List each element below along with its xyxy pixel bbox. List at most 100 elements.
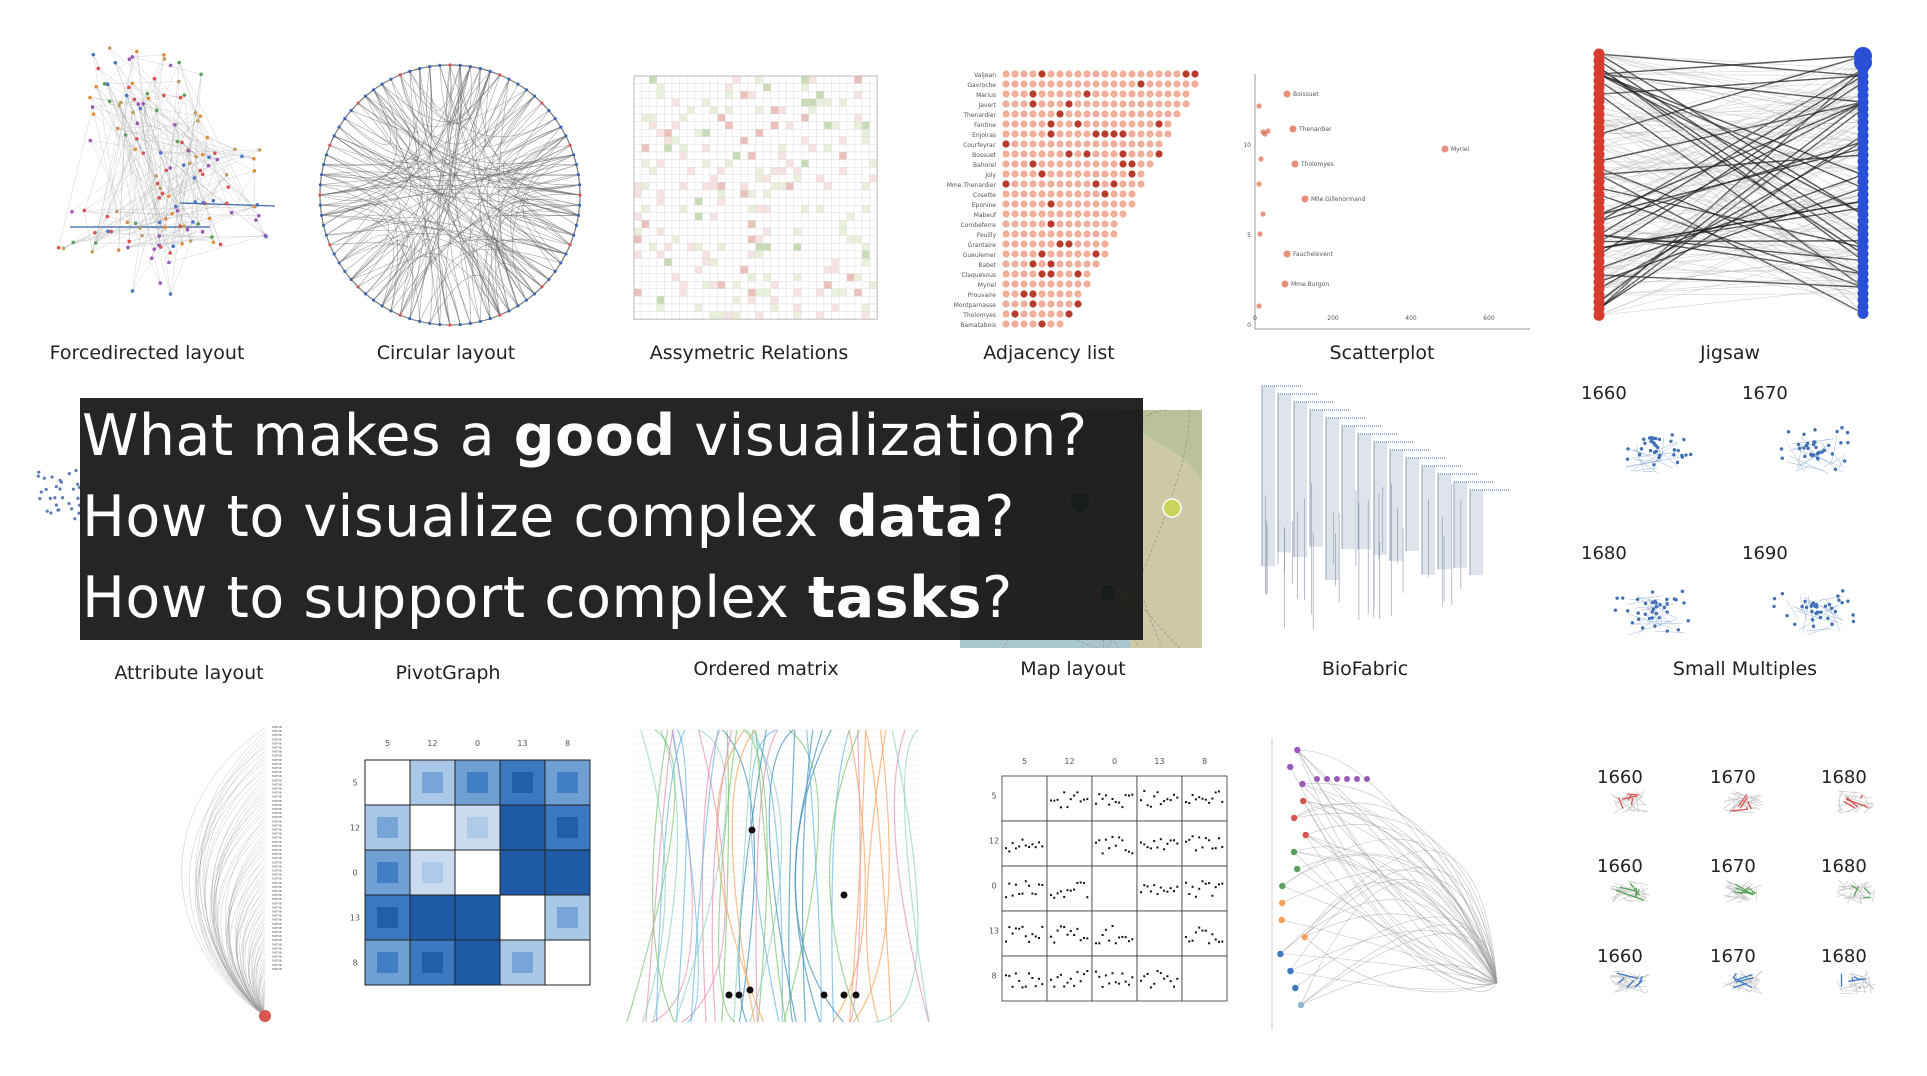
circ-node bbox=[540, 101, 544, 105]
small-multiples-thumbnail[interactable]: 1660 1670 1680 1690 bbox=[1575, 380, 1875, 650]
asym-cell bbox=[838, 136, 847, 145]
asym-cell bbox=[633, 258, 642, 267]
asym-cell bbox=[747, 151, 756, 160]
sm-node bbox=[1647, 436, 1652, 440]
asym-cell bbox=[732, 98, 741, 107]
adj-dot bbox=[1020, 260, 1028, 268]
asym-cell bbox=[687, 106, 696, 115]
asym-cell bbox=[664, 288, 673, 297]
adj-dot bbox=[1002, 140, 1010, 148]
asym-cell bbox=[724, 174, 733, 183]
jig-edge bbox=[1598, 75, 1864, 236]
smg-edge bbox=[1725, 895, 1742, 903]
colored-arcs-thumbnail[interactable] bbox=[626, 729, 930, 1023]
adj-dot bbox=[1083, 70, 1091, 78]
nl-edge bbox=[1304, 936, 1498, 993]
asym-cell bbox=[831, 265, 840, 274]
asym-cell bbox=[702, 242, 711, 251]
dm-dot bbox=[1069, 889, 1072, 892]
dm-dot bbox=[1021, 838, 1024, 841]
adj-dot bbox=[1101, 100, 1109, 108]
circ-node bbox=[408, 317, 412, 321]
circ-node bbox=[576, 213, 580, 217]
node-link-thumbnail[interactable] bbox=[1262, 738, 1520, 1030]
small-multiples-grid-thumbnail[interactable]: 1660 1670 1680 1660 1670 1680 1660 1670 … bbox=[1590, 760, 1890, 1010]
attr-node bbox=[39, 490, 43, 494]
asym-cell bbox=[861, 288, 870, 297]
asym-cell bbox=[785, 311, 794, 320]
sc-ytick: 5 bbox=[1247, 232, 1251, 239]
asym-cell bbox=[846, 273, 855, 282]
ca-arc bbox=[848, 729, 867, 1023]
asym-cell bbox=[755, 144, 764, 153]
adj-dot bbox=[1029, 110, 1037, 118]
adj-dot bbox=[1029, 210, 1037, 218]
forcedirected-thumbnail[interactable] bbox=[30, 38, 280, 318]
dm-dot bbox=[1086, 798, 1089, 801]
fd-node bbox=[141, 101, 145, 106]
fd-edge bbox=[173, 177, 195, 247]
asym-cell bbox=[687, 220, 696, 229]
asym-cell bbox=[671, 288, 680, 297]
attribute-thumbnail[interactable] bbox=[30, 460, 110, 540]
asym-cell bbox=[641, 113, 650, 122]
adj-dot bbox=[1056, 100, 1064, 108]
asym-cell bbox=[702, 166, 711, 175]
smg-edge bbox=[1841, 791, 1859, 813]
adj-dot bbox=[1119, 200, 1127, 208]
fd-node bbox=[158, 186, 163, 191]
asym-cell bbox=[854, 250, 863, 259]
asym-cell bbox=[694, 273, 703, 282]
dm-dot bbox=[1079, 881, 1082, 884]
dm-cell bbox=[1046, 820, 1093, 867]
asym-cell bbox=[808, 136, 817, 145]
smg-edge bbox=[1612, 890, 1627, 901]
adj-dot bbox=[1002, 320, 1010, 328]
asym-cell bbox=[717, 83, 726, 92]
dm-dot bbox=[1095, 802, 1097, 805]
jig-edge bbox=[1598, 141, 1864, 182]
asym-cell bbox=[762, 144, 771, 153]
asym-cell bbox=[732, 258, 741, 267]
asym-cell bbox=[800, 151, 809, 160]
asym-cell bbox=[869, 166, 878, 175]
asym-cell bbox=[770, 288, 779, 297]
dm-cell bbox=[1181, 955, 1228, 1002]
asym-cell bbox=[846, 144, 855, 153]
asym-cell bbox=[664, 311, 673, 320]
asym-cell bbox=[778, 144, 787, 153]
asym-cell bbox=[648, 144, 657, 153]
assymetric-thumbnail[interactable] bbox=[633, 75, 880, 328]
jigsaw-thumbnail[interactable] bbox=[1585, 47, 1875, 333]
asym-cell bbox=[785, 280, 794, 289]
adj-dot bbox=[1101, 140, 1109, 148]
biofabric-thumbnail[interactable] bbox=[1252, 382, 1520, 644]
dm-dot bbox=[1076, 971, 1079, 974]
adj-dot bbox=[1092, 180, 1100, 188]
asym-cell bbox=[770, 182, 779, 191]
asym-cell bbox=[816, 159, 825, 168]
asym-cell bbox=[648, 113, 657, 122]
adj-dot bbox=[1110, 80, 1118, 88]
asym-cell bbox=[838, 235, 847, 244]
asym-cell bbox=[793, 98, 802, 107]
asym-cell bbox=[838, 296, 847, 305]
bm-cell bbox=[409, 804, 456, 851]
asym-cell bbox=[846, 296, 855, 305]
dm-dot bbox=[1034, 846, 1037, 849]
circ-edge bbox=[320, 204, 389, 280]
circular-thumbnail[interactable] bbox=[318, 60, 590, 335]
adj-dot bbox=[1056, 170, 1064, 178]
jig-edge bbox=[1598, 108, 1864, 149]
adj-name: Marius bbox=[976, 92, 996, 99]
asym-cell bbox=[687, 212, 696, 221]
fd-edge bbox=[92, 94, 185, 108]
smg-edge bbox=[1735, 792, 1763, 803]
dm-dot bbox=[1086, 896, 1089, 899]
asym-cell bbox=[854, 220, 863, 229]
